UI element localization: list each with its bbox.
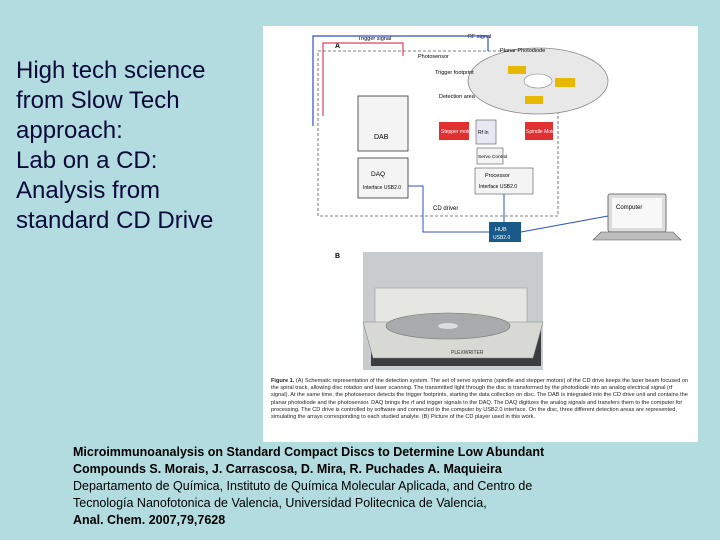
servo-control-label: Servo Control [478, 154, 507, 160]
daq-hub-wire [408, 185, 489, 233]
slide-title: High tech science from Slow Tech approac… [16, 57, 214, 234]
citation-line-2: Compounds S. Morais, J. Carrascosa, D. M… [73, 462, 502, 476]
rf-unit-label: Rf In [478, 130, 489, 136]
caption-text: (A) Schematic representation of the dete… [271, 378, 689, 421]
daq-label: DAQ [371, 171, 385, 178]
rf-unit-box [475, 119, 497, 145]
computer-keyboard [592, 231, 682, 241]
detection-area-1 [508, 66, 526, 74]
cd-driver-box [317, 50, 559, 217]
rf-signal-label: RF signal [468, 34, 491, 40]
spindle-motor-box [525, 122, 553, 140]
citation-block: Microimmunoanalysis on Standard Compact … [73, 444, 713, 529]
daq-box [357, 157, 409, 199]
hub-box [489, 222, 521, 242]
computer-label: Computer [616, 205, 642, 211]
photosensor-label: Photosensor [418, 54, 449, 60]
hub-computer-wire [520, 215, 609, 233]
stepper-motor-label: Stepper motor [441, 129, 473, 135]
caption-label: Figure 1. [271, 378, 295, 384]
citation-line-1: Microimmunoanalysis on Standard Compact … [73, 445, 545, 459]
processor-label: Processor [485, 173, 510, 179]
drive-brand-label: PLEXWRITER [451, 350, 484, 356]
detection-area-3 [525, 96, 543, 104]
rf-signal-wire [312, 35, 489, 126]
detection-area-label: Detection area [439, 94, 476, 100]
figure-panel: A Trigger signal RF signal CD driver DAB… [263, 26, 698, 442]
daq-interface-label: Interface USB2.0 [363, 185, 401, 191]
citation-line-4: Tecnología Nanofotonica de Valencia, Uni… [73, 496, 487, 510]
disc-hub [523, 73, 553, 89]
cd-driver-label: CD driver [433, 206, 458, 212]
panel-a-label: A [335, 43, 340, 50]
trigger-footprint-label: Trigger footprint [435, 70, 474, 76]
processor-box [474, 167, 534, 195]
citation-line-5: Anal. Chem. 2007,79,7628 [73, 513, 226, 527]
dab-label: DAB [374, 134, 389, 141]
panel-b-label: B [335, 253, 340, 260]
spindle-motor-label: Spindle Motor [526, 129, 557, 135]
interface-usb-label: Interface USB2.0 [479, 184, 517, 190]
figure-caption: Figure 1. (A) Schematic representation o… [271, 378, 691, 421]
citation-line-3: Departamento de Química, Instituto de Qu… [73, 479, 533, 493]
trigger-signal-wire [322, 42, 404, 116]
stepper-motor-box [439, 122, 469, 140]
hub-usb-label: USB2.0 [493, 235, 510, 241]
hub-label: HUB [495, 227, 507, 233]
servo-control-box [476, 147, 504, 165]
planar-photodiode-label: Planar Photodiode [500, 48, 545, 54]
dab-box [357, 95, 409, 152]
trigger-signal-label: Trigger signal [358, 36, 391, 42]
detection-area-2 [555, 78, 575, 87]
computer-display [612, 198, 662, 228]
detection-system-schematic: A Trigger signal RF signal CD driver DAB… [312, 34, 682, 370]
cd-tray-hub [438, 323, 458, 329]
